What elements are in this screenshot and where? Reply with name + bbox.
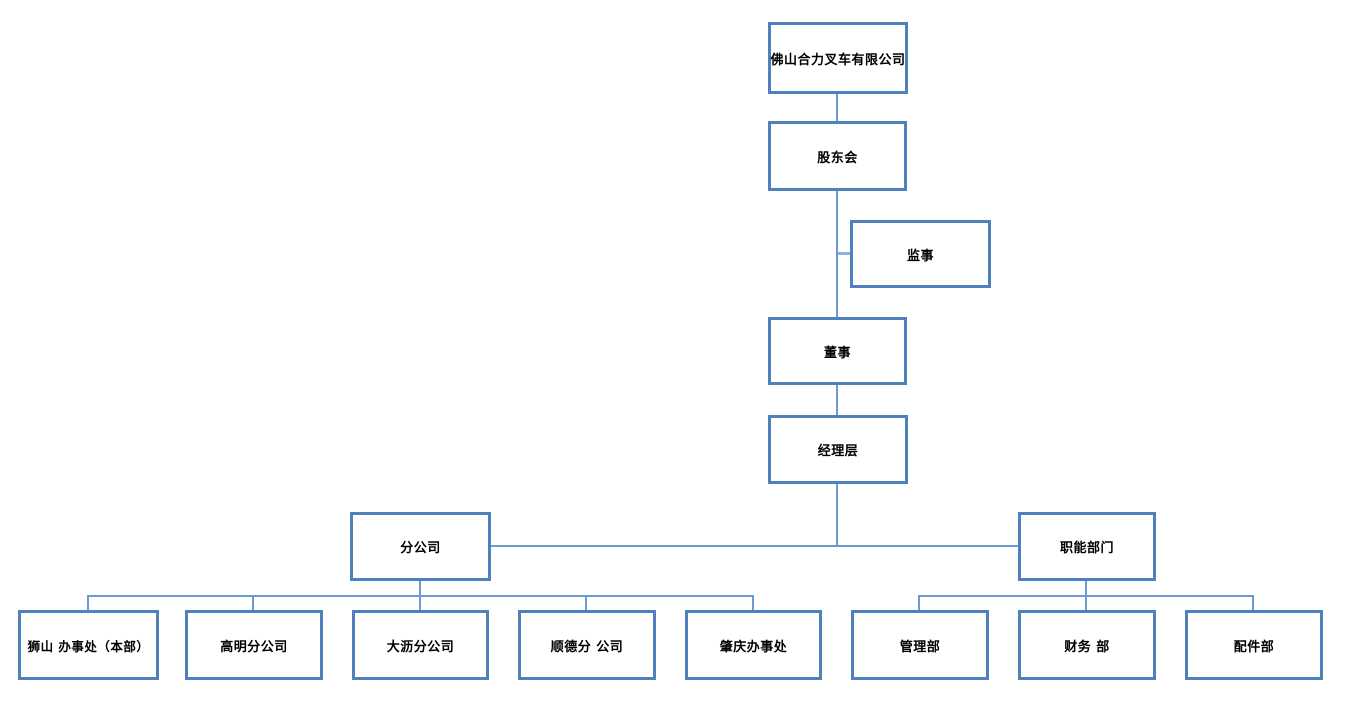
- edge-company-shareholders: [836, 94, 838, 121]
- node-dali-branch: 大沥分公司: [352, 610, 489, 680]
- edge-management-drop: [836, 484, 838, 546]
- node-functional-departments: 职能部门: [1018, 512, 1156, 581]
- node-shishan-office-hq: 狮山 办事处（本部）: [18, 610, 159, 680]
- node-branch-companies: 分公司: [350, 512, 491, 581]
- edge-functional-finance: [1085, 595, 1087, 610]
- node-supervisor: 监事: [850, 220, 991, 288]
- edge-director-management: [836, 385, 838, 415]
- edge-branch-children-rail: [88, 595, 754, 597]
- node-zhaoqing-office: 肇庆办事处: [685, 610, 822, 680]
- edge-branch-shunde: [585, 595, 587, 610]
- edge-shareholders-director: [836, 191, 838, 317]
- node-shunde-branch: 顺德分 公司: [518, 610, 656, 680]
- edge-functional-parts: [1252, 595, 1254, 610]
- node-director: 董事: [768, 317, 907, 385]
- edge-shareholders-supervisor: [838, 252, 850, 255]
- node-shareholders-meeting: 股东会: [768, 121, 907, 191]
- node-company: 佛山合力叉车有限公司: [768, 22, 908, 94]
- edge-branch-functional-rail: [491, 545, 1018, 547]
- edge-branch-zhaoqing: [752, 595, 754, 610]
- edge-branch-shishan: [87, 595, 89, 610]
- edge-functional-admin: [918, 595, 920, 610]
- edge-branch-drop: [419, 581, 421, 596]
- node-finance-department: 财务 部: [1018, 610, 1156, 680]
- edge-functional-drop: [1085, 581, 1087, 596]
- node-management-level: 经理层: [768, 415, 908, 484]
- node-parts-department: 配件部: [1185, 610, 1323, 680]
- node-gaoming-branch: 高明分公司: [185, 610, 323, 680]
- node-admin-department: 管理部: [851, 610, 989, 680]
- edge-branch-dali: [419, 595, 421, 610]
- edge-branch-gaoming: [252, 595, 254, 610]
